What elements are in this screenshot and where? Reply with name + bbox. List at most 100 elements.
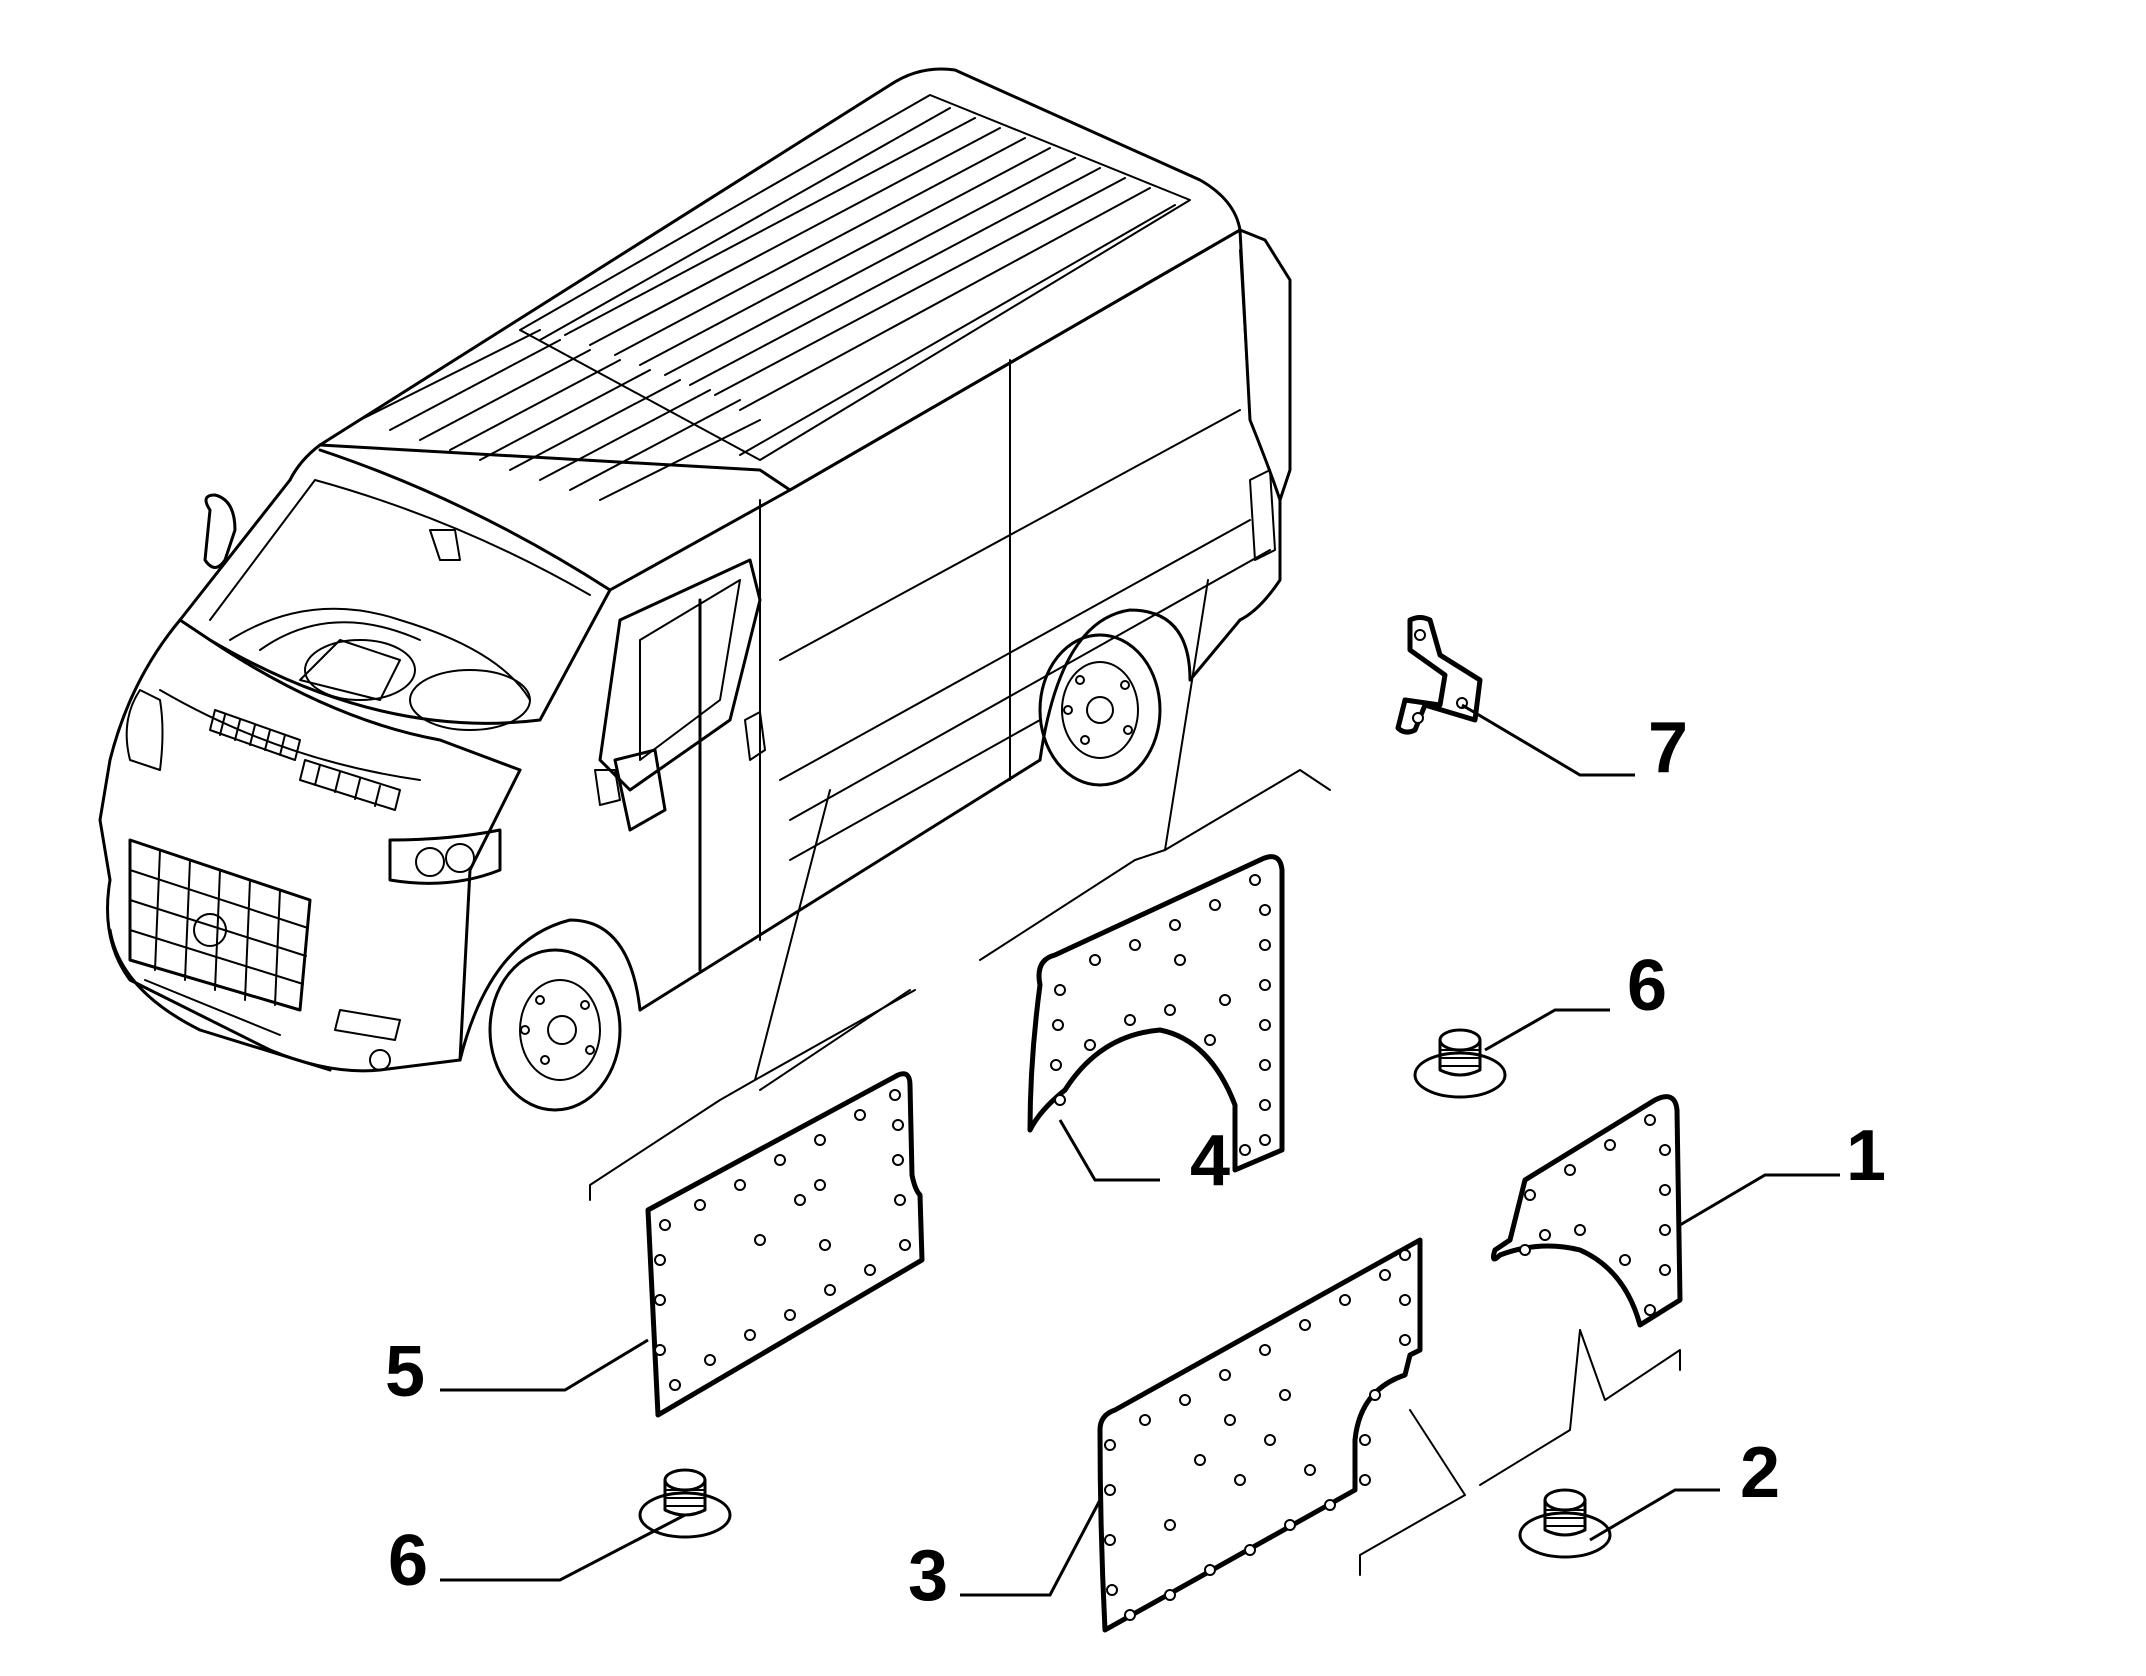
rivet-hole bbox=[1519, 1244, 1531, 1256]
rivet-hole bbox=[1209, 899, 1221, 911]
rivet-hole bbox=[1369, 1389, 1381, 1401]
panel-part-4 bbox=[1027, 854, 1285, 1173]
rivet-hole bbox=[744, 1329, 756, 1341]
callout-7: 7 bbox=[1648, 708, 1688, 788]
rivet-hole bbox=[1106, 1584, 1118, 1596]
rivet-hole bbox=[1239, 1144, 1251, 1156]
rivet-hole bbox=[892, 1119, 904, 1131]
rivet-hole bbox=[704, 1354, 716, 1366]
rivet-hole bbox=[1259, 939, 1271, 951]
rivet-hole bbox=[1089, 954, 1101, 966]
callout-2: 2 bbox=[1740, 1433, 1780, 1513]
rivet-hole bbox=[1644, 1304, 1656, 1316]
rivet-hole bbox=[1659, 1144, 1671, 1156]
rivet-hole bbox=[734, 1179, 746, 1191]
rivet-hole bbox=[1299, 1319, 1311, 1331]
rivet-hole bbox=[889, 1089, 901, 1101]
rivet-hole bbox=[1234, 1474, 1246, 1486]
van-illustration bbox=[98, 67, 1292, 1112]
callout-6-upper: 6 bbox=[1627, 946, 1667, 1026]
rivet-hole bbox=[1259, 1344, 1271, 1356]
rivet-hole bbox=[1249, 874, 1261, 886]
rivet-hole bbox=[1204, 1564, 1216, 1576]
rivet-hole bbox=[1224, 1414, 1236, 1426]
rivet-hole bbox=[1524, 1189, 1536, 1201]
rivet-hole bbox=[1054, 1094, 1066, 1106]
rivet-hole bbox=[1104, 1439, 1116, 1451]
rivet-hole bbox=[854, 1109, 866, 1121]
rivet-hole bbox=[1124, 1609, 1136, 1621]
rivet-hole bbox=[1359, 1434, 1371, 1446]
rivet-hole bbox=[814, 1134, 826, 1146]
rivet-hole bbox=[1050, 1059, 1062, 1071]
rivet-hole bbox=[1564, 1164, 1576, 1176]
rivet-hole bbox=[1359, 1474, 1371, 1486]
rivet-hole bbox=[1054, 984, 1066, 996]
rivet-hole bbox=[1084, 1039, 1096, 1051]
rivet-hole bbox=[1324, 1499, 1336, 1511]
rivet-hole bbox=[784, 1309, 796, 1321]
callout-3: 3 bbox=[908, 1536, 948, 1616]
rivet-hole bbox=[1259, 1134, 1271, 1146]
rivet-hole bbox=[1399, 1334, 1411, 1346]
rivet-hole bbox=[1399, 1294, 1411, 1306]
callout-4: 4 bbox=[1190, 1121, 1230, 1201]
rivet-hole bbox=[1259, 904, 1271, 916]
rivet-hole bbox=[654, 1294, 666, 1306]
clip-fastener-2 bbox=[1518, 1488, 1612, 1559]
rivet-hole bbox=[1169, 919, 1181, 931]
rivet-hole bbox=[1244, 1544, 1256, 1556]
rivet-hole bbox=[892, 1154, 904, 1166]
zone-brackets bbox=[589, 579, 1681, 1576]
rivet-hole bbox=[794, 1194, 806, 1206]
rivet-hole bbox=[774, 1154, 786, 1166]
rivet-hole bbox=[1259, 1099, 1271, 1111]
rivet-hole bbox=[754, 1234, 766, 1246]
rivet-hole bbox=[1204, 1034, 1216, 1046]
rivet-hole bbox=[1379, 1269, 1391, 1281]
rivet-hole bbox=[1539, 1229, 1551, 1241]
rivet-hole bbox=[1219, 994, 1231, 1006]
bracket-part bbox=[1395, 615, 1483, 735]
rivet-hole bbox=[814, 1179, 826, 1191]
clip-fastener-upper bbox=[1413, 1028, 1507, 1099]
rivet-hole bbox=[1164, 1519, 1176, 1531]
rivet-hole bbox=[1124, 1014, 1136, 1026]
rivet-hole bbox=[1259, 979, 1271, 991]
rivet-hole bbox=[1052, 1019, 1064, 1031]
rivet-hole bbox=[1659, 1224, 1671, 1236]
rivet-hole bbox=[654, 1344, 666, 1356]
rivet-hole bbox=[1604, 1139, 1616, 1151]
panel-part-5 bbox=[645, 1071, 925, 1418]
rivet-hole bbox=[694, 1199, 706, 1211]
rivet-hole bbox=[1279, 1389, 1291, 1401]
rivet-hole bbox=[1619, 1254, 1631, 1266]
panel-part-1 bbox=[1490, 1094, 1683, 1328]
rivet-hole bbox=[669, 1379, 681, 1391]
rivet-hole bbox=[1164, 1589, 1176, 1601]
panel-part-3 bbox=[1097, 1237, 1423, 1633]
callout-1: 1 bbox=[1846, 1116, 1886, 1196]
rivet-hole bbox=[864, 1264, 876, 1276]
rivet-hole bbox=[1104, 1484, 1116, 1496]
rivet-hole bbox=[1174, 954, 1186, 966]
rivet-hole bbox=[899, 1239, 911, 1251]
rivet-hole bbox=[1574, 1224, 1586, 1236]
rivet-hole bbox=[1659, 1184, 1671, 1196]
rivet-hole bbox=[1104, 1534, 1116, 1546]
leader-lines bbox=[440, 703, 1840, 1597]
rivet-hole bbox=[1129, 939, 1141, 951]
rivet-hole bbox=[1164, 1004, 1176, 1016]
rivet-hole bbox=[659, 1219, 671, 1231]
rivet-hole bbox=[1304, 1464, 1316, 1476]
rivet-hole bbox=[1284, 1519, 1296, 1531]
rivet-hole bbox=[819, 1239, 831, 1251]
callout-5: 5 bbox=[385, 1332, 425, 1412]
callout-6-lower: 6 bbox=[388, 1521, 428, 1601]
rivet-hole bbox=[1659, 1264, 1671, 1276]
rivet-hole bbox=[1644, 1114, 1656, 1126]
rivet-hole bbox=[894, 1194, 906, 1206]
rivet-hole bbox=[1264, 1434, 1276, 1446]
rivet-hole bbox=[824, 1284, 836, 1296]
